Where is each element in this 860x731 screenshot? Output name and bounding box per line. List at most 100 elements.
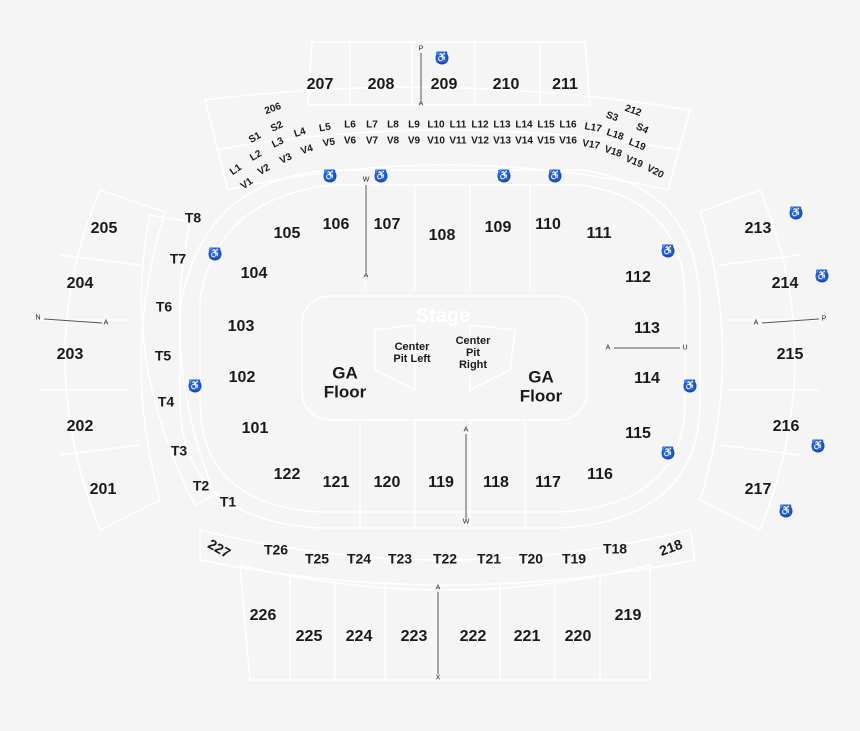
section-204[interactable]: 204 (66, 275, 94, 293)
section-T6[interactable]: T6 (155, 298, 173, 315)
section-202[interactable]: 202 (66, 418, 94, 436)
section-T7[interactable]: T7 (169, 250, 187, 267)
wheelchair-icon: ♿ (497, 169, 511, 183)
section-108[interactable]: 108 (428, 227, 456, 245)
section-119[interactable]: 119 (428, 474, 454, 492)
section-L7[interactable]: L7 (366, 119, 378, 131)
section-V5[interactable]: V5 (322, 136, 336, 150)
section-T26[interactable]: T26 (263, 541, 289, 558)
section-223[interactable]: 223 (400, 628, 428, 646)
section-211[interactable]: 211 (552, 76, 578, 94)
section-107[interactable]: 107 (373, 216, 401, 234)
section-220[interactable]: 220 (564, 628, 592, 646)
section-205[interactable]: 205 (90, 220, 118, 238)
section-117[interactable]: 117 (535, 474, 561, 492)
section-T22[interactable]: T22 (432, 550, 458, 567)
section-T2[interactable]: T2 (192, 477, 210, 494)
section-V9[interactable]: V9 (407, 135, 421, 147)
section-T5[interactable]: T5 (154, 347, 172, 364)
section-118[interactable]: 118 (483, 474, 509, 492)
section-106[interactable]: 106 (322, 216, 350, 234)
section-120[interactable]: 120 (373, 474, 401, 492)
section-116[interactable]: 116 (587, 466, 613, 484)
section-L9[interactable]: L9 (408, 119, 420, 131)
section-219[interactable]: 219 (614, 607, 642, 625)
section-L15[interactable]: L15 (537, 119, 555, 131)
section-T20[interactable]: T20 (518, 550, 544, 567)
section-T1[interactable]: T1 (219, 493, 237, 510)
section-115[interactable]: 115 (625, 425, 651, 443)
section-V14[interactable]: V14 (515, 135, 533, 147)
wheelchair-icon: ♿ (323, 169, 337, 183)
aisle-marker: A (753, 319, 759, 327)
section-L10[interactable]: L10 (427, 119, 445, 131)
section-112[interactable]: 112 (625, 269, 651, 287)
stage-label: Stage (415, 305, 471, 327)
section-T25[interactable]: T25 (304, 550, 330, 567)
section-T8[interactable]: T8 (184, 209, 202, 226)
section-L12[interactable]: L12 (471, 119, 489, 131)
section-V13[interactable]: V13 (493, 135, 511, 147)
wheelchair-icon: ♿ (208, 247, 222, 261)
section-213[interactable]: 213 (744, 220, 772, 238)
section-222[interactable]: 222 (459, 628, 487, 646)
section-207[interactable]: 207 (306, 76, 334, 94)
section-215[interactable]: 215 (776, 346, 804, 364)
section-center-pit-right[interactable]: Center Pit Right (455, 334, 491, 372)
section-210[interactable]: 210 (492, 76, 520, 94)
section-V15[interactable]: V15 (537, 135, 555, 147)
section-110[interactable]: 110 (535, 216, 561, 234)
wheelchair-icon: ♿ (548, 169, 562, 183)
section-104[interactable]: 104 (240, 265, 268, 283)
section-109[interactable]: 109 (484, 219, 512, 237)
aisle-marker: U (682, 344, 688, 352)
section-113[interactable]: 113 (634, 320, 660, 338)
section-208[interactable]: 208 (367, 76, 395, 94)
section-V10[interactable]: V10 (427, 135, 445, 147)
section-center-pit-left[interactable]: Center Pit Left (393, 340, 431, 365)
section-224[interactable]: 224 (345, 628, 373, 646)
section-L14[interactable]: L14 (515, 119, 533, 131)
section-103[interactable]: 103 (227, 318, 255, 336)
section-T21[interactable]: T21 (476, 550, 502, 567)
section-L8[interactable]: L8 (387, 119, 399, 131)
section-T4[interactable]: T4 (157, 393, 175, 410)
section-V8[interactable]: V8 (386, 135, 400, 147)
aisle-marker: W (362, 176, 370, 184)
section-L16[interactable]: L16 (559, 119, 577, 131)
section-T24[interactable]: T24 (346, 550, 372, 567)
section-T18[interactable]: T18 (602, 540, 628, 557)
section-ga-floor-left[interactable]: GA Floor (323, 363, 367, 401)
section-V11[interactable]: V11 (449, 135, 467, 147)
section-102[interactable]: 102 (228, 369, 256, 387)
section-111[interactable]: 111 (586, 225, 612, 243)
section-214[interactable]: 214 (771, 275, 799, 293)
section-L11[interactable]: L11 (449, 119, 467, 131)
section-T23[interactable]: T23 (387, 550, 413, 567)
wheelchair-icon: ♿ (811, 439, 825, 453)
section-209[interactable]: 209 (430, 76, 458, 94)
section-203[interactable]: 203 (56, 346, 84, 364)
aisle-marker: N (35, 314, 41, 322)
section-217[interactable]: 217 (744, 481, 772, 499)
section-105[interactable]: 105 (273, 225, 301, 243)
section-T3[interactable]: T3 (170, 442, 188, 459)
section-225[interactable]: 225 (295, 628, 323, 646)
section-101[interactable]: 101 (241, 420, 269, 438)
section-216[interactable]: 216 (772, 418, 800, 436)
section-121[interactable]: 121 (322, 474, 350, 492)
section-201[interactable]: 201 (89, 481, 117, 499)
section-226[interactable]: 226 (249, 607, 277, 625)
section-V12[interactable]: V12 (471, 135, 489, 147)
section-V7[interactable]: V7 (365, 135, 379, 147)
section-221[interactable]: 221 (513, 628, 541, 646)
section-T19[interactable]: T19 (561, 550, 587, 567)
section-V16[interactable]: V16 (559, 135, 577, 147)
section-L13[interactable]: L13 (493, 119, 511, 131)
section-L5[interactable]: L5 (318, 121, 332, 135)
section-V6[interactable]: V6 (343, 135, 357, 147)
section-L6[interactable]: L6 (344, 119, 356, 131)
section-ga-floor-right[interactable]: GA Floor (519, 367, 563, 405)
section-122[interactable]: 122 (273, 466, 301, 484)
section-114[interactable]: 114 (634, 370, 660, 388)
